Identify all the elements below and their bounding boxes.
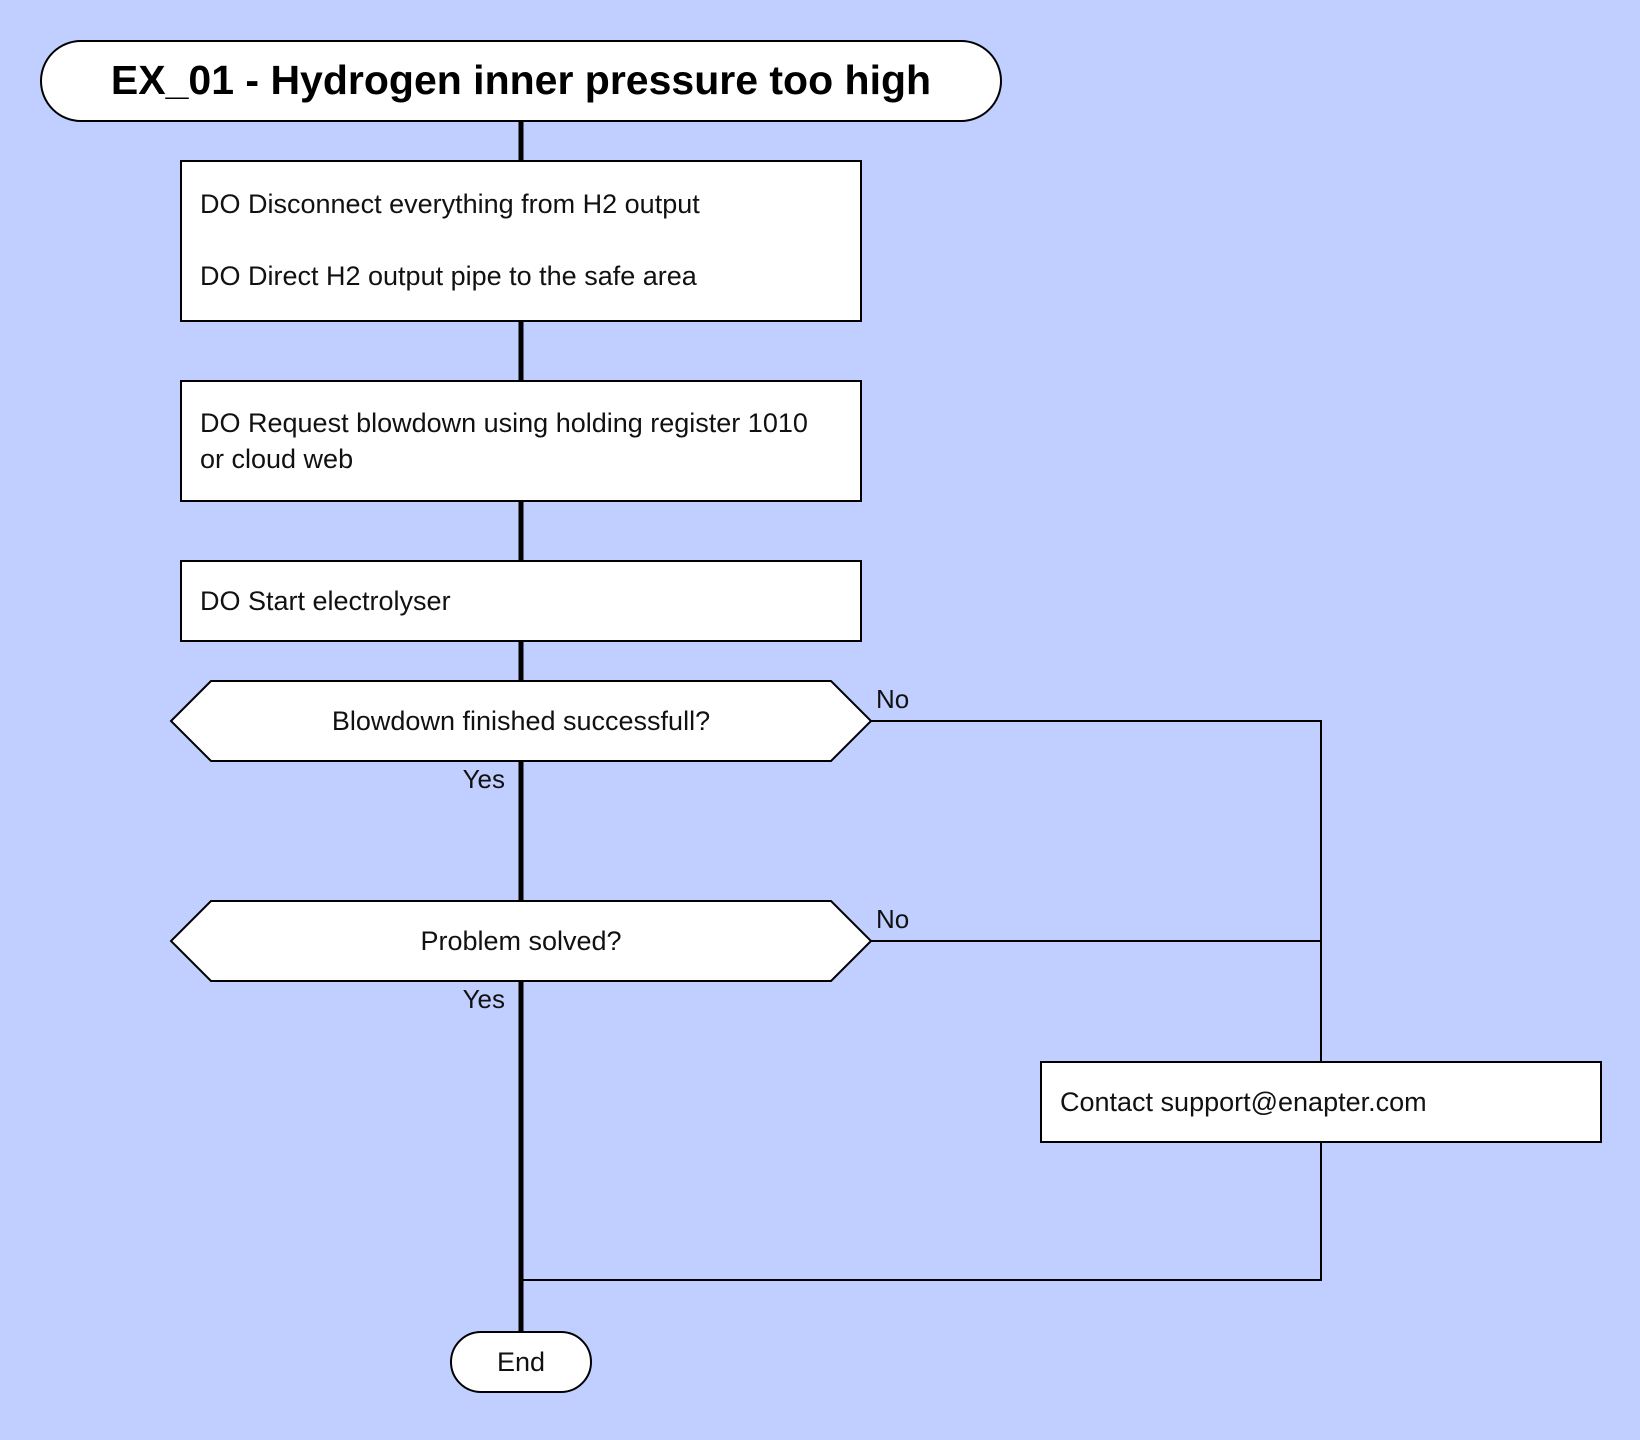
page-title: EX_01 - Hydrogen inner pressure too high	[111, 57, 931, 103]
step-direct-pipe-line: DO Direct H2 output pipe to the safe are…	[200, 261, 698, 291]
decision-solved-no-label: No	[876, 904, 909, 934]
step-disconnect-node: DO Disconnect everything from H2 output …	[180, 160, 862, 322]
decision-blowdown-yes-label: Yes	[463, 764, 505, 794]
end-terminator-shape	[450, 1331, 592, 1393]
step-blowdown-request-line2: or cloud web	[200, 444, 353, 474]
step-start-electrolyser-box	[180, 560, 862, 642]
title-node: EX_01 - Hydrogen inner pressure too high	[40, 40, 1002, 122]
end-node: End	[450, 1331, 592, 1393]
decision-blowdown-shape	[169, 680, 873, 762]
decision-solved-yes-label: Yes	[463, 984, 505, 1014]
support-contact-box	[1040, 1061, 1602, 1143]
support-contact-node: Contact support@enapter.com	[1040, 1061, 1602, 1143]
decision-blowdown-node: Blowdown finished successfull? No Yes	[169, 680, 909, 794]
title-terminator-shape	[40, 40, 1002, 122]
support-contact-label: Contact support@enapter.com	[1060, 1087, 1427, 1117]
step-disconnect-line1: DO Disconnect everything from H2 output	[200, 189, 700, 219]
step-start-electrolyser-label: DO Start electrolyser	[200, 586, 451, 616]
step-start-electrolyser-node: DO Start electrolyser	[180, 560, 862, 642]
step-disconnect-box	[180, 160, 862, 322]
decision-blowdown-question: Blowdown finished successfull?	[332, 706, 710, 736]
support-return-connector	[521, 1142, 1322, 1281]
blowdown-no-connector	[870, 720, 1322, 1062]
step-blowdown-request-box	[180, 380, 862, 502]
decision-solved-node: Problem solved? No Yes	[169, 900, 909, 1014]
step-blowdown-request-node: DO Request blowdown using holding regist…	[180, 380, 862, 502]
decision-blowdown-no-label: No	[876, 684, 909, 714]
decision-solved-question: Problem solved?	[420, 926, 621, 956]
end-label: End	[497, 1347, 545, 1377]
decision-solved-shape	[169, 900, 873, 982]
step-blowdown-request-line1: DO Request blowdown using holding regist…	[200, 408, 808, 438]
